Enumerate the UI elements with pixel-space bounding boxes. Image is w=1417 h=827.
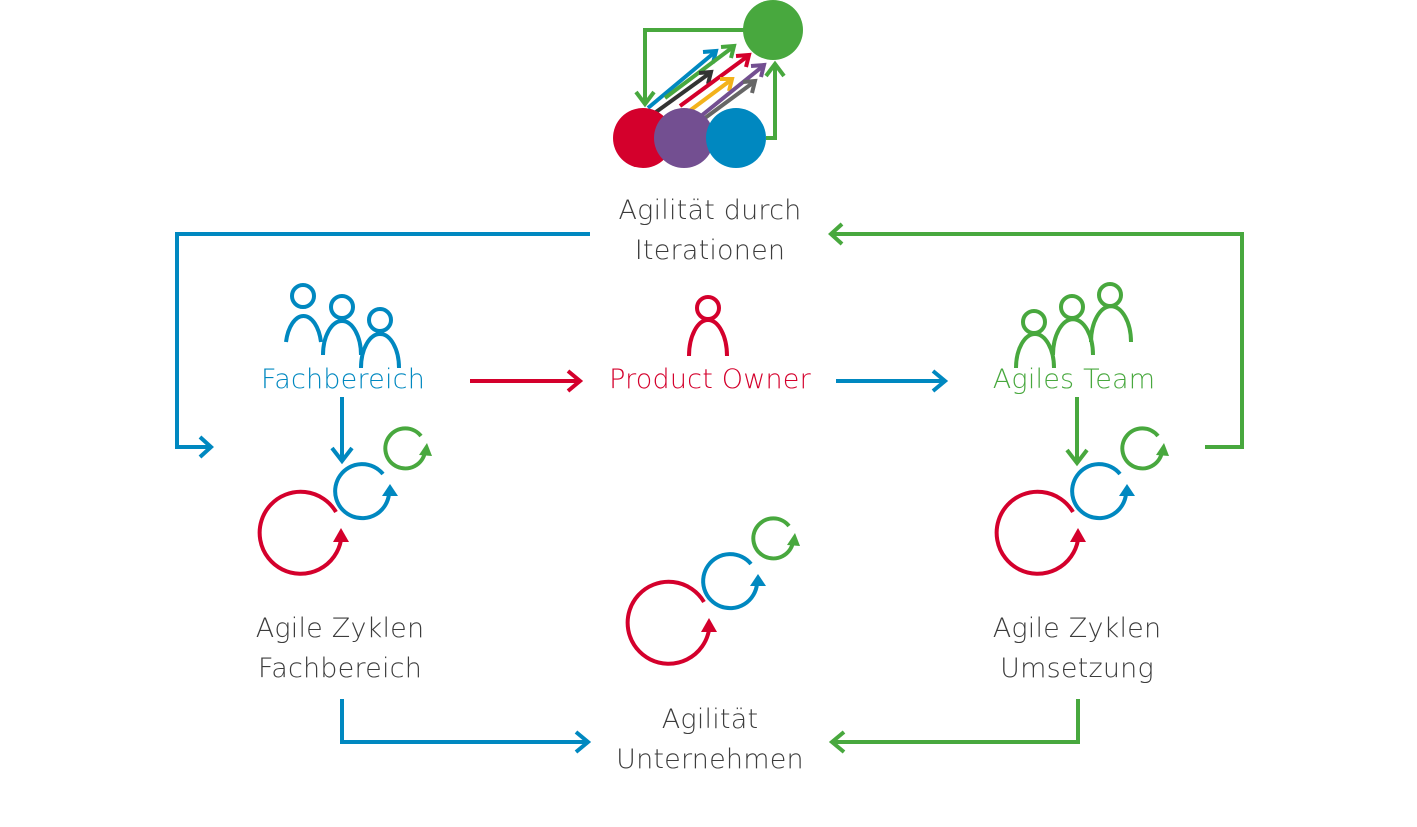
connector-zyklen-fachbereich-to-unternehmen [340,699,592,754]
label-fachbereich: Fachbereich [260,364,426,395]
feedback-loop-up-arrowhead [764,60,786,78]
label-zyklen-umsetzung: Agile Zyklen Umsetzung [957,609,1197,689]
label-zyklen-fachbereich-line2: Fachbereich [257,653,423,684]
connector-zyklen-umsetzung-to-iterations [828,222,1244,449]
label-agiles-team: Agiles Team [992,364,1156,395]
cycle-red [994,489,1086,576]
feedback-loop-line [643,28,745,102]
cycle-blue [333,462,398,521]
cycles-icon-unternehmen [625,516,800,666]
group-icon-agiles-team [1014,282,1133,369]
person-icon-product-owner [687,295,729,357]
green-circle [743,0,803,60]
arrow-fachbereich-to-cycles [330,397,354,465]
group-icon-fachbereich [284,283,401,369]
arrow-purple [694,62,767,122]
arrow-yellow [686,77,735,114]
purple-circle [654,108,714,168]
connector-zyklen-umsetzung-to-unternehmen [828,699,1080,754]
cycle-green [383,426,432,471]
cycle-red [625,579,717,666]
label-iterations-line1: Agilität durch [618,195,802,226]
cycle-blue [1070,462,1135,521]
iterations-icon [613,0,803,168]
label-iterations-line2: Iterationen [634,235,786,266]
arrow-fachbereich-to-product-owner [470,369,584,393]
arrow-product-owner-to-agiles-team [836,369,949,393]
label-unternehmen-line1: Agilität [661,704,759,735]
cycles-icon-umsetzung [994,426,1169,576]
arrow-agiles-team-to-cycles [1065,397,1089,467]
cycle-green [751,516,800,561]
cycles-icon-fachbereich [257,426,432,576]
label-zyklen-umsetzung-line2: Umsetzung [1000,653,1154,684]
cycle-blue [701,552,766,611]
label-zyklen-fachbereich: Agile Zyklen Fachbereich [220,609,460,689]
label-unternehmen-line2: Unternehmen [616,744,804,775]
connector-iterations-to-zyklen-fachbereich [175,232,590,459]
red-circle [613,108,673,168]
label-zyklen-umsetzung-line1: Agile Zyklen [992,613,1162,644]
label-unternehmen: Agilität Unternehmen [580,700,840,780]
label-zyklen-fachbereich-line1: Agile Zyklen [255,613,425,644]
cycle-red [257,489,349,576]
arrow-red [678,52,752,108]
feedback-loop-up-line [766,66,777,140]
arrow-gray [703,78,758,120]
label-iterations: Agilität durch Iterationen [570,191,850,271]
cycle-green [1120,426,1169,471]
label-product-owner: Product Owner [609,364,811,395]
diagonal-arrows [646,43,767,122]
arrow-dark [654,69,714,114]
feedback-loop-arrowhead [634,90,656,108]
blue-circle [706,108,766,168]
